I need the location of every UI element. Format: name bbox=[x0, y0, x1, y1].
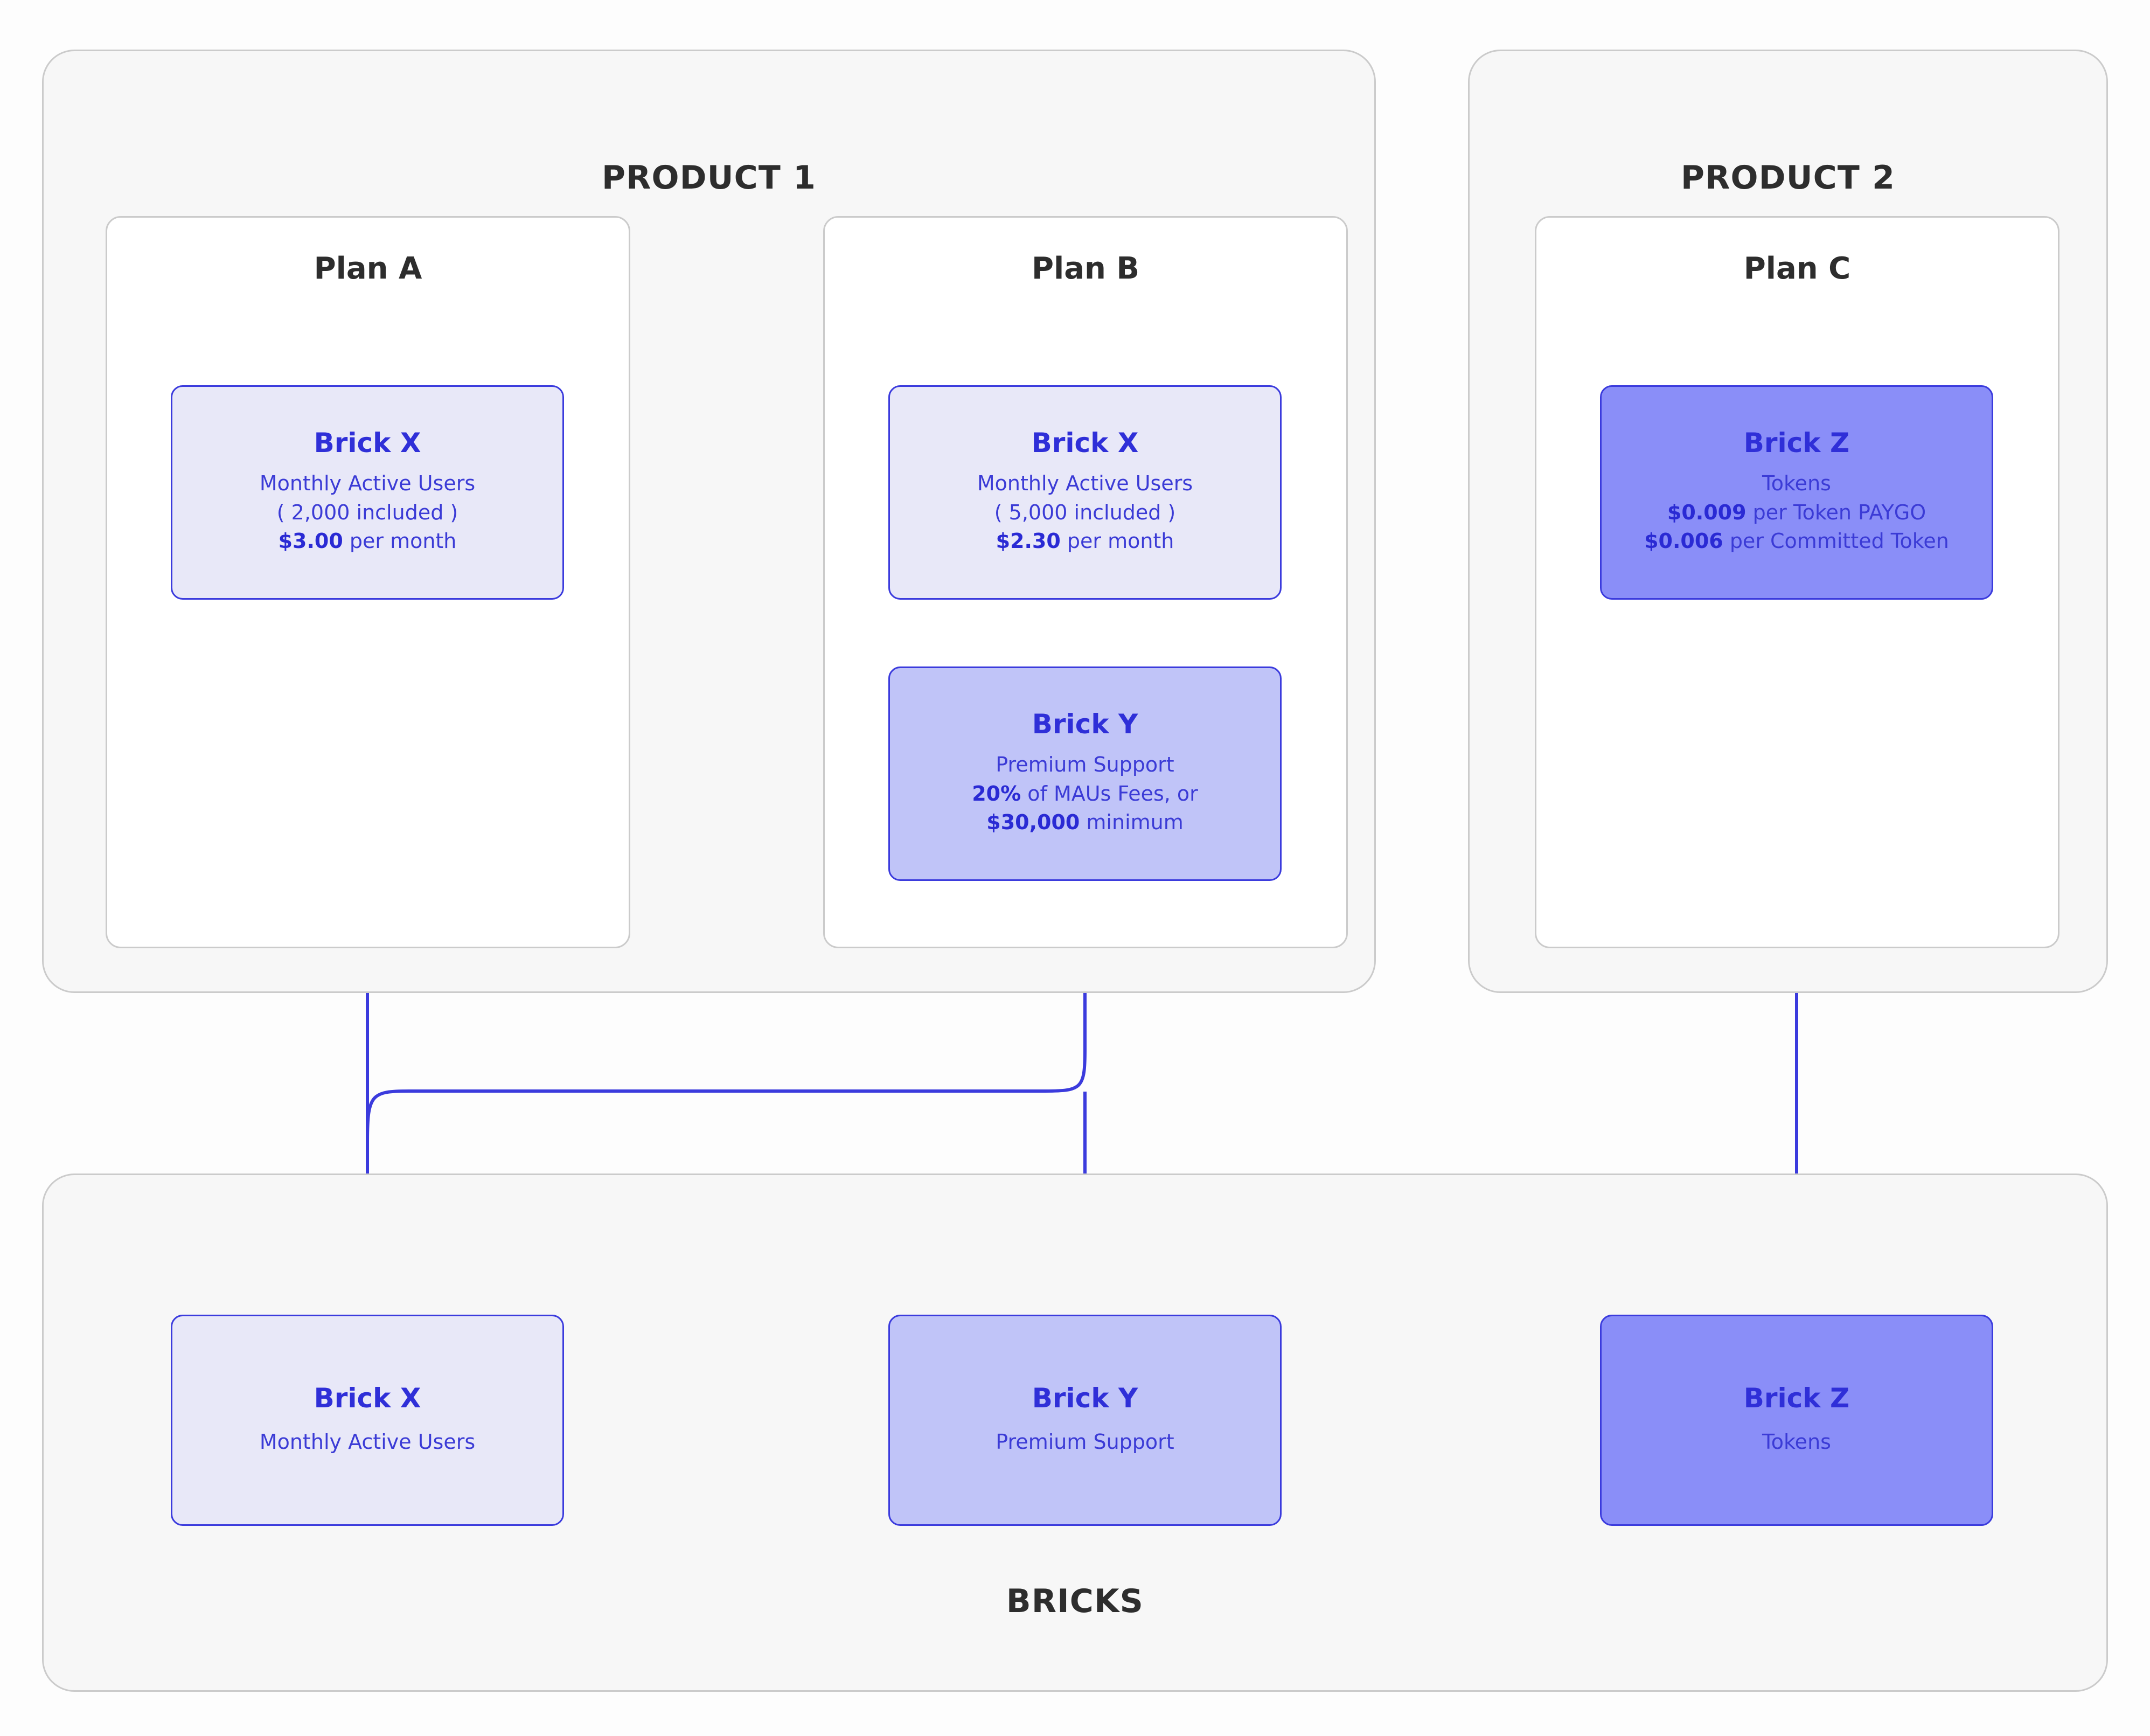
brick-name: Brick X bbox=[1031, 427, 1139, 459]
brick-name: Brick Z bbox=[1743, 1382, 1850, 1414]
group-title-product-1: PRODUCT 1 bbox=[601, 159, 817, 197]
brick-name: Brick Z bbox=[1743, 427, 1850, 459]
brick-name: Brick Y bbox=[1032, 708, 1138, 740]
brick-price-line: $30,000 minimum bbox=[986, 808, 1184, 837]
brick-price-unit: of MAUs Fees, or bbox=[1021, 781, 1198, 805]
brick-price-unit: per month bbox=[343, 529, 457, 553]
brick-price-unit: minimum bbox=[1080, 810, 1184, 835]
brick-detail-line: ( 2,000 included ) bbox=[276, 500, 458, 524]
brick-tile-library-brick-x[interactable]: Brick X Monthly Active Users bbox=[171, 1315, 564, 1526]
brick-price-line: $0.006 per Committed Token bbox=[1644, 527, 1949, 556]
brick-price-value: $0.009 bbox=[1667, 500, 1747, 524]
brick-name: Brick X bbox=[314, 427, 421, 459]
brick-tile-plan-a-brick-x[interactable]: Brick X Monthly Active Users ( 2,000 inc… bbox=[171, 385, 564, 600]
plan-title-b: Plan B bbox=[1031, 251, 1140, 286]
brick-subtitle: Tokens bbox=[1762, 1429, 1831, 1454]
brick-tile-plan-b-brick-x[interactable]: Brick X Monthly Active Users ( 5,000 inc… bbox=[888, 385, 1282, 600]
brick-price-line: 20% of MAUs Fees, or bbox=[972, 780, 1198, 809]
brick-detail-line: ( 5,000 included ) bbox=[994, 500, 1176, 524]
group-title-bricks: BRICKS bbox=[1006, 1582, 1144, 1620]
brick-subtitle: Premium Support bbox=[996, 1429, 1174, 1454]
brick-price-line: $0.009 per Token PAYGO bbox=[1667, 498, 1926, 527]
brick-tile-plan-c-brick-z[interactable]: Brick Z Tokens $0.009 per Token PAYGO $0… bbox=[1600, 385, 1993, 600]
brick-name: Brick X bbox=[314, 1382, 421, 1414]
group-title-product-2: PRODUCT 2 bbox=[1680, 159, 1896, 197]
brick-detail-line: Monthly Active Users bbox=[259, 471, 476, 495]
brick-price-unit: per Token PAYGO bbox=[1746, 500, 1926, 524]
brick-price-value: $2.30 bbox=[996, 529, 1061, 553]
brick-price-value: $30,000 bbox=[986, 810, 1080, 835]
brick-detail-line: Monthly Active Users bbox=[977, 471, 1193, 495]
brick-price-line: $2.30 per month bbox=[996, 527, 1174, 556]
brick-tile-library-brick-y[interactable]: Brick Y Premium Support bbox=[888, 1315, 1282, 1526]
brick-price-value: $3.00 bbox=[278, 529, 343, 553]
brick-detail-line: Tokens bbox=[1762, 471, 1831, 495]
brick-price-value: 20% bbox=[972, 781, 1021, 805]
brick-tile-library-brick-z[interactable]: Brick Z Tokens bbox=[1600, 1315, 1993, 1526]
brick-price-value: $0.006 bbox=[1644, 529, 1723, 553]
brick-subtitle: Monthly Active Users bbox=[259, 1429, 476, 1454]
brick-tile-plan-b-brick-y[interactable]: Brick Y Premium Support 20% of MAUs Fees… bbox=[888, 666, 1282, 881]
brick-detail-line: Premium Support bbox=[996, 752, 1174, 776]
plan-title-c: Plan C bbox=[1743, 251, 1851, 286]
brick-price-line: $3.00 per month bbox=[279, 527, 457, 556]
brick-price-unit: per Committed Token bbox=[1723, 529, 1949, 553]
plan-title-a: Plan A bbox=[314, 251, 422, 286]
brick-name: Brick Y bbox=[1032, 1382, 1138, 1414]
brick-price-unit: per month bbox=[1060, 529, 1174, 553]
